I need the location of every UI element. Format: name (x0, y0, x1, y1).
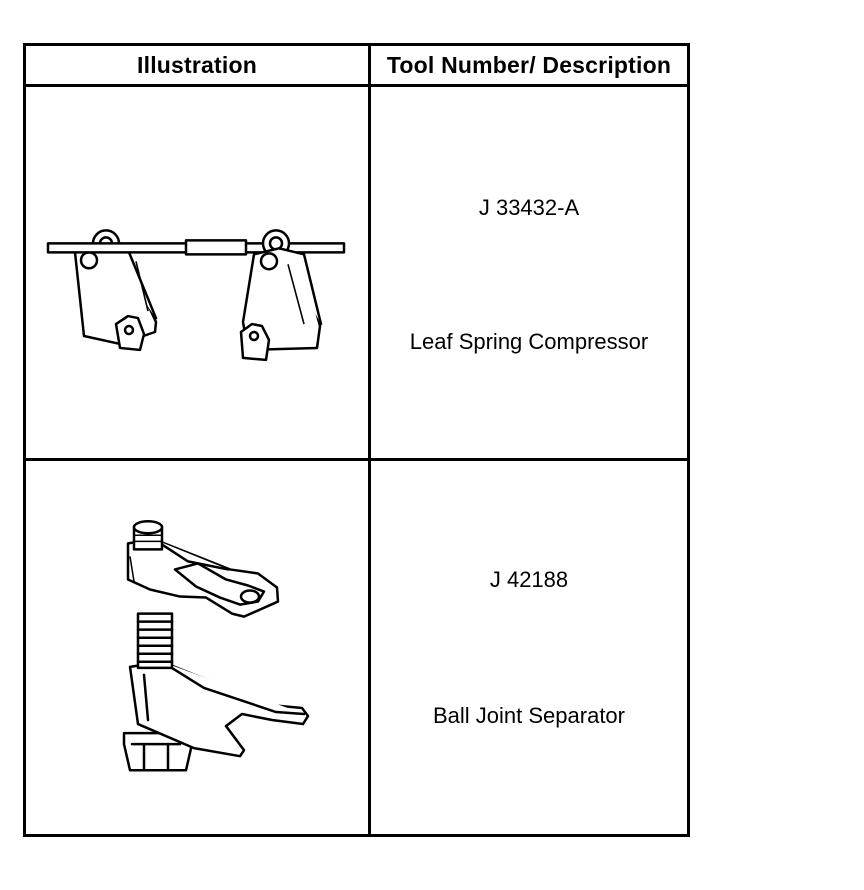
ball-joint-separator-icon (122, 519, 310, 771)
tool-cell: J 42188 Ball Joint Separator (371, 461, 687, 835)
illustration-cell (26, 87, 371, 461)
header-illustration-label: Illustration (137, 51, 257, 78)
tool-table: Illustration Tool Number/ Description (23, 43, 690, 837)
header-illustration: Illustration (26, 46, 371, 87)
tool-number: J 42188 (489, 566, 569, 592)
tool-cell: J 33432-A Leaf Spring Compressor (371, 87, 687, 461)
header-tool: Tool Number/ Description (371, 46, 687, 87)
tool-number: J 33432-A (478, 195, 580, 220)
tool-description: Ball Joint Separator (433, 702, 625, 728)
leaf-spring-compressor-icon (46, 229, 346, 362)
illustration-cell (26, 460, 371, 834)
tool-description: Leaf Spring Compressor (409, 329, 649, 354)
header-tool-label: Tool Number/ Description (386, 51, 672, 78)
